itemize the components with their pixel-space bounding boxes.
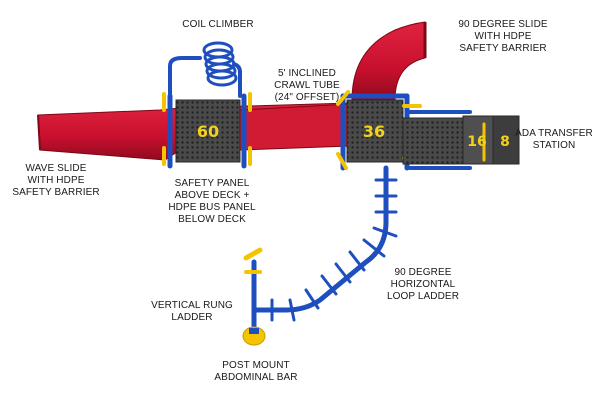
- deck-36-number: 36: [363, 122, 385, 141]
- label-ada-transfer: ADA TRANSFER STATION: [515, 128, 593, 151]
- ada-transfer-station: [402, 110, 520, 170]
- deck-16-number: 16: [467, 134, 486, 150]
- label-safety-panel: SAFETY PANEL ABOVE DECK + HDPE BUS PANEL…: [168, 178, 256, 225]
- label-wave-slide: WAVE SLIDE WITH HDPE SAFETY BARRIER: [12, 163, 100, 198]
- vertical-rung-ladder: [243, 247, 263, 329]
- label-90-degree-slide: 90 DEGREE SLIDE WITH HDPE SAFETY BARRIER: [458, 19, 548, 54]
- loop-ladder-rail: [253, 165, 389, 313]
- wave-slide-rim: [37, 114, 41, 151]
- deck-60-number: 60: [197, 122, 219, 141]
- label-vertical-rung-ladder: VERTICAL RUNG LADDER: [151, 300, 233, 323]
- ninety-degree-slide: [351, 21, 426, 101]
- deck-8-number: 8: [500, 134, 510, 150]
- label-abdominal-bar: POST MOUNT ABDOMINAL BAR: [214, 360, 298, 383]
- deck-60: [162, 92, 252, 169]
- abdominal-bar: [242, 326, 266, 346]
- loop-ladder-rungs: [270, 178, 398, 322]
- label-coil-climber: COIL CLIMBER: [182, 19, 254, 30]
- label-crawl-tube: 5' INCLINED CRAWL TUBE (24" OFFSET): [274, 68, 340, 103]
- coil-climber: [202, 41, 238, 87]
- crawl-tube: [239, 103, 351, 151]
- coil-climber-frame: [168, 56, 242, 98]
- label-loop-ladder: 90 DEGREE HORIZONTAL LOOP LADDER: [386, 267, 460, 302]
